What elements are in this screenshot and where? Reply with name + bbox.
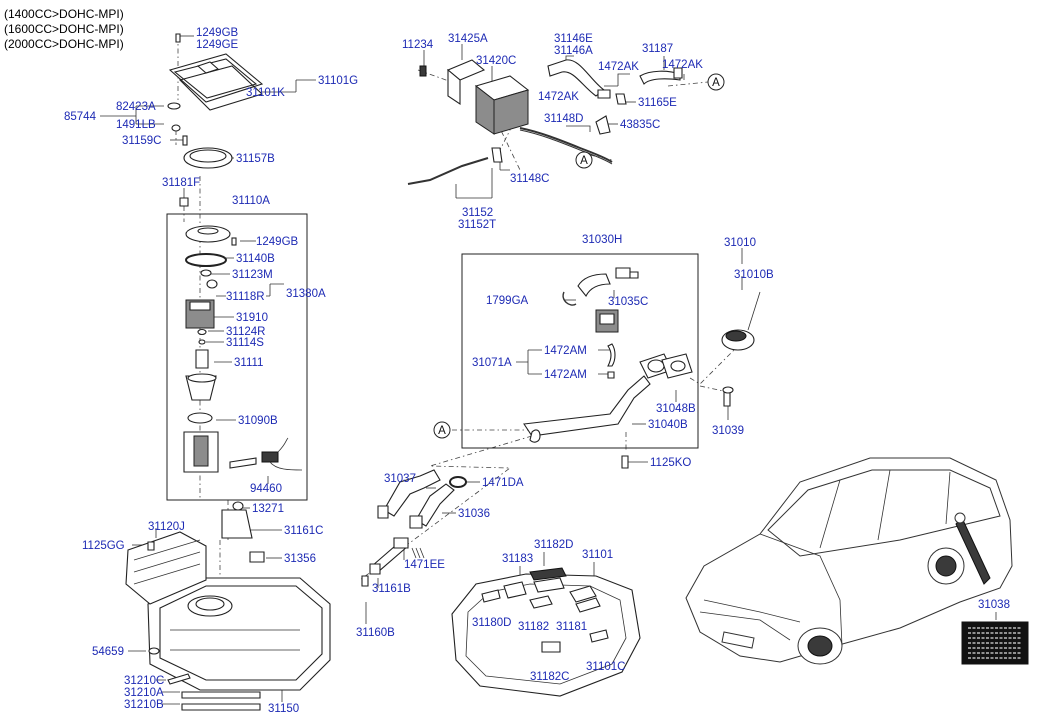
label-31148C: 31148C — [510, 173, 549, 185]
label-31161C: 31161C — [284, 525, 323, 537]
label-31148D: 31148D — [544, 113, 583, 125]
fuel-pump-cover-group — [167, 33, 264, 207]
reference-markers: A A A — [433, 73, 725, 439]
label-31159C: 31159C — [122, 135, 161, 147]
fuel-tank-insulators — [451, 567, 641, 697]
ref-a-1: A — [712, 77, 720, 89]
label-31120J: 31120J — [148, 521, 185, 533]
label-31210A: 31210A — [124, 687, 164, 699]
label-31010: 31010 — [724, 237, 756, 249]
label-31110A: 31110A — [232, 195, 270, 207]
label-31040B: 31040B — [648, 419, 688, 431]
label-1249GB-top: 1249GB — [196, 27, 239, 39]
label-31157B: 31157B — [236, 153, 275, 165]
label-1472AK-1: 1472AK — [598, 61, 639, 73]
label-31420C: 31420C — [476, 55, 516, 67]
label-31146E: 31146E — [554, 33, 593, 45]
label-54659: 54659 — [92, 646, 124, 658]
label-31101G: 31101G — [318, 75, 358, 87]
engine-note-2: (1600CC>DOHC-MPI) — [4, 22, 124, 36]
label-31182: 31182 — [518, 621, 549, 633]
label-31038: 31038 — [978, 599, 1010, 611]
ref-a-2: A — [580, 155, 588, 167]
label-1125KO: 1125KO — [650, 457, 691, 469]
label-31101C: 31101C — [586, 661, 625, 673]
label-1472AK-2: 1472AK — [662, 59, 703, 71]
label-31101: 31101 — [582, 549, 613, 561]
label-31035C: 31035C — [608, 296, 648, 308]
fuel-pump-module-box — [166, 213, 308, 501]
label-31180D: 31180D — [472, 617, 511, 629]
label-82423A: 82423A — [116, 101, 156, 113]
fuel-tank — [125, 501, 331, 711]
label-31187: 31187 — [642, 43, 673, 55]
label-31048B: 31048B — [656, 403, 696, 415]
label-31181: 31181 — [556, 621, 587, 633]
label-31210C: 31210C — [124, 675, 164, 687]
label-31425A: 31425A — [448, 33, 488, 45]
fuel-pump-module-parts — [183, 225, 303, 473]
label-31182C: 31182C — [530, 671, 569, 683]
fuel-label-sticker — [961, 621, 1029, 665]
label-1472AK-3: 1472AK — [538, 91, 579, 103]
label-31101K: 31101K — [246, 87, 285, 99]
part-labels: 1249GB 1249GE 31101G 31101K 82423A 85744… — [64, 27, 1010, 715]
label-94460: 94460 — [250, 483, 282, 495]
label-31111: 31111 — [234, 357, 263, 369]
label-31039: 31039 — [712, 425, 744, 437]
label-31183: 31183 — [502, 553, 533, 565]
label-85744: 85744 — [64, 111, 97, 123]
label-1799GA: 1799GA — [486, 295, 529, 307]
label-31182D: 31182D — [534, 539, 573, 551]
engine-note-3: (2000CC>DOHC-MPI) — [4, 37, 124, 51]
label-31030H: 31030H — [582, 234, 622, 246]
label-31165E: 31165E — [638, 97, 677, 109]
label-31140B: 31140B — [236, 253, 275, 265]
label-31118R: 31118R — [226, 291, 265, 303]
label-31037: 31037 — [384, 473, 416, 485]
label-31114S: 31114S — [226, 337, 264, 349]
fuel-cap — [721, 291, 761, 351]
label-31124R: 31124R — [226, 326, 265, 338]
label-31152T: 31152T — [458, 219, 496, 231]
label-31910: 31910 — [236, 312, 268, 324]
label-13271: 13271 — [252, 503, 284, 515]
label-1125GG: 1125GG — [82, 540, 125, 552]
label-31090B: 31090B — [238, 415, 278, 427]
label-31380A: 31380A — [286, 288, 326, 300]
label-1471DA: 1471DA — [482, 477, 524, 489]
vehicle-illustration — [685, 457, 1013, 665]
label-43835C: 43835C — [620, 119, 660, 131]
label-31160B: 31160B — [356, 627, 395, 639]
label-31150: 31150 — [268, 703, 299, 715]
engine-note-1: (1400CC>DOHC-MPI) — [4, 7, 124, 21]
label-31071A: 31071A — [472, 357, 512, 369]
label-31356: 31356 — [284, 553, 316, 565]
ref-a-3: A — [438, 425, 446, 437]
filler-hoses — [361, 469, 467, 587]
assembly-lines — [175, 36, 739, 581]
label-31181F: 31181F — [162, 177, 200, 189]
filler-neck-parts — [523, 267, 734, 469]
label-1472AM-1: 1472AM — [544, 345, 587, 357]
filler-neck-assembly-box — [461, 253, 699, 449]
canister-group — [407, 59, 683, 185]
label-31161B: 31161B — [372, 583, 411, 595]
label-31123M: 31123M — [232, 269, 273, 281]
label-31010B: 31010B — [734, 269, 774, 281]
label-31210B: 31210B — [124, 699, 164, 711]
label-1491LB: 1491LB — [116, 119, 156, 131]
label-11234: 11234 — [402, 39, 434, 51]
label-1249GB: 1249GB — [256, 236, 299, 248]
label-31036: 31036 — [458, 508, 490, 520]
label-1471EE: 1471EE — [404, 559, 445, 571]
label-31146A: 31146A — [554, 45, 593, 57]
label-1472AM-2: 1472AM — [544, 369, 587, 381]
label-31152: 31152 — [462, 207, 493, 219]
label-1249GE: 1249GE — [196, 39, 239, 51]
